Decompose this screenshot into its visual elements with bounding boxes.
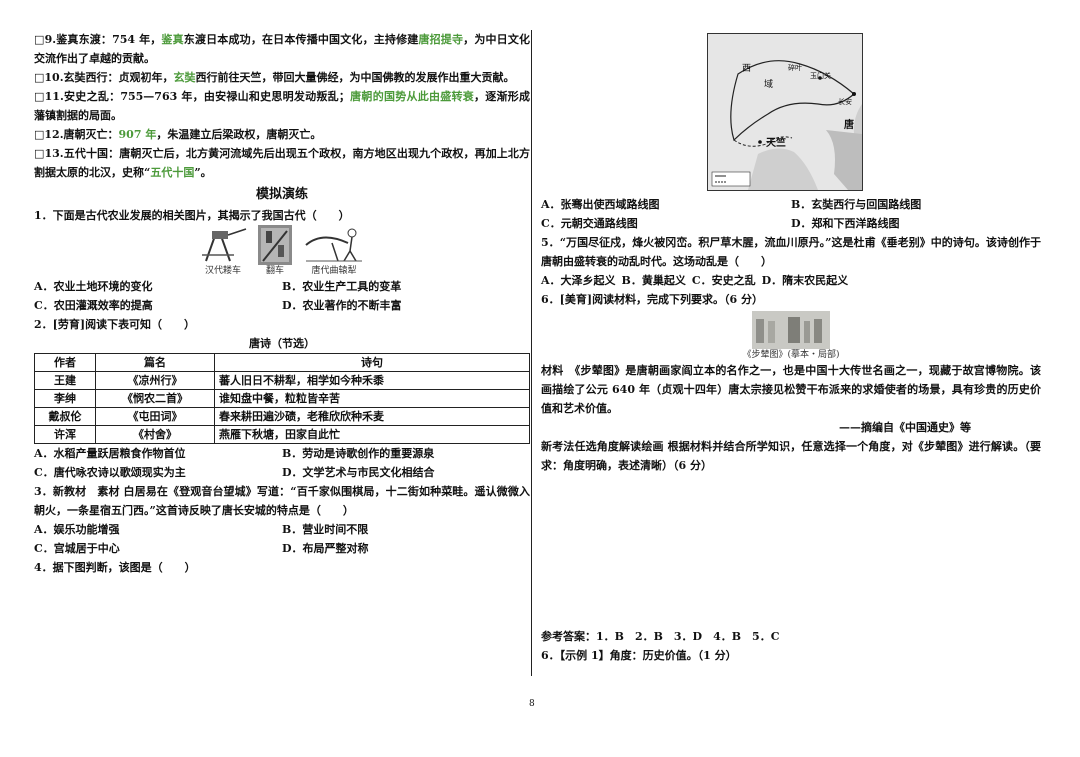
curved-plough-image: [302, 225, 366, 265]
table-row: 王建 《凉州行》 蕃人旧日不耕犁，相学如今种禾黍: [34, 371, 530, 390]
seed-drill-image: [198, 225, 248, 265]
map-label: 域: [764, 80, 774, 90]
question-4-options-row1: A．张骞出使西域路线图 B．玄奘西行与回国路线图: [541, 195, 1041, 214]
item-9: □9.鉴真东渡：754 年，鉴真东渡日本成功，在日本传播中国文化，主持修建唐招提…: [34, 33, 531, 65]
option-a: A．大泽乡起义: [541, 274, 616, 287]
figure-caption: 汉代耧车: [204, 266, 241, 276]
question-1-options-row2: C．农田灌溉效率的提高 D．农业著作的不断丰富: [34, 296, 530, 315]
option-d: D．郑和下西洋路线图: [791, 217, 900, 230]
header-title: 篇名: [95, 353, 215, 372]
header-author: 作者: [34, 353, 96, 372]
option-c: C．唐代咏农诗以歌颂现实为主: [34, 466, 186, 479]
option-d: D．隋末农民起义: [761, 274, 849, 287]
option-b: B．玄奘西行与回国路线图: [791, 198, 922, 211]
option-c: C．农田灌溉效率的提高: [34, 299, 153, 312]
question-3-options-row1: A．娱乐功能增强 B．营业时间不限: [34, 520, 530, 539]
figure-louche: 汉代耧车: [198, 225, 248, 277]
section-title: 模拟演练: [255, 187, 308, 202]
option-a: A．水稻产量跃居粮食作物首位: [34, 447, 186, 460]
option-b: B．农业生产工具的变革: [282, 280, 402, 293]
table-title: 唐诗（节选）: [249, 337, 315, 350]
answer-key-line-1: 参考答案：1．B 2．B 3．D 4．B 5．C: [541, 630, 780, 643]
right-column: 西 域 碎叶 玉门关 长安 天竺 唐 A．张骞出使西域路线图 B．玄奘西行与回国…: [541, 33, 1041, 665]
painting-figure: 《步辇图》(摹本・局部): [541, 311, 1041, 361]
map-label: 唐: [844, 120, 854, 131]
column-divider: [531, 30, 532, 676]
option-b: B．营业时间不限: [282, 523, 369, 536]
painting-image: [752, 311, 830, 349]
route-map: 西 域 碎叶 玉门关 长安 天竺 唐: [707, 33, 863, 191]
figure-caption: 唐代曲辕犁: [311, 266, 357, 276]
question-1-options-row1: A．农业土地环境的变化 B．农业生产工具的变革: [34, 277, 530, 296]
painting-caption: 《步辇图》(摹本・局部): [742, 350, 840, 360]
question-6-stem: 6．[美育]阅读材料，完成下列要求。（6 分）: [541, 293, 764, 306]
item-11: □11.安史之乱：755—763 年，由安禄山和史思明发动叛乱；唐朝的国势从此由…: [34, 90, 531, 122]
question-5-options: A．大泽乡起义 B．黄巢起义 C．安史之乱 D．隋末农民起义: [541, 271, 1041, 290]
option-d: D．农业著作的不断丰富: [282, 299, 402, 312]
option-c: C．元朝交通路线图: [541, 217, 638, 230]
table-header-row: 作者 篇名 诗句: [34, 353, 530, 372]
option-c: C．宫城居于中心: [34, 542, 120, 555]
map-label: 玉门关: [810, 72, 831, 80]
map-label: 长安: [838, 98, 852, 106]
question-3-stem: 3．新教材 素材 白居易在《登观音台望城》写道：“百千家似围棋局，十二街如种菜畦…: [34, 485, 530, 517]
map-label: 西: [742, 64, 752, 74]
page-number: 8: [529, 699, 535, 709]
option-a: A．农业土地环境的变化: [34, 280, 153, 293]
question-1-stem: 1．下面是古代农业发展的相关图片，其揭示了我国古代（ ）: [34, 209, 350, 222]
figure-caption: 翻车: [265, 266, 284, 276]
header-verse: 诗句: [214, 353, 530, 372]
question-4-options-row2: C．元朝交通路线图 D．郑和下西洋路线图: [541, 214, 1041, 233]
question-2-options-row2: C．唐代咏农诗以歌颂现实为主 D．文学艺术与市民文化相结合: [34, 463, 530, 482]
water-wheel-image: [258, 225, 292, 265]
material-source: ——摘编自《中国通史》等: [839, 421, 971, 434]
table-row: 李绅 《悯农二首》 谁知盘中餐，粒粒皆辛苦: [34, 389, 530, 408]
map-label: 天竺: [766, 138, 786, 149]
option-d: D．布局严整对称: [282, 542, 369, 555]
poem-table: 作者 篇名 诗句 王建 《凉州行》 蕃人旧日不耕犁，相学如今种禾黍 李绅 《悯农…: [34, 353, 530, 444]
left-column: □9.鉴真东渡：754 年，鉴真东渡日本成功，在日本传播中国文化，主持修建唐招提…: [34, 30, 530, 577]
item-13: □13.五代十国：唐朝灭亡后，北方黄河流域先后出现五个政权，南方地区出现九个政权…: [34, 147, 531, 179]
table-row: 许浑 《村舍》 燕雁下秋塘，田家自此忙: [34, 425, 530, 444]
option-a: A．娱乐功能增强: [34, 523, 120, 536]
option-b: B．劳动是诗歌创作的重要源泉: [282, 447, 435, 460]
option-a: A．张骞出使西域路线图: [541, 198, 660, 211]
figure-quyuanli: 唐代曲辕犁: [302, 225, 366, 277]
figure-fanche: 翻车: [258, 225, 292, 277]
question-4-stem: 4．据下图判断，该图是（ ）: [34, 561, 196, 574]
option-b: B．黄巢起义: [621, 274, 686, 287]
question-5-stem: 5．“万国尽征戍，烽火被冈峦。积尸草木腥，流血川原丹。”这是杜甫《垂老别》中的诗…: [541, 236, 1041, 268]
answer-space: [541, 475, 1041, 627]
question-6-material: 材料 《步辇图》是唐朝画家阎立本的名作之一，也是中国十大传世名画之一，现藏于故宫…: [541, 364, 1041, 415]
option-c: C．安史之乱: [691, 274, 756, 287]
question-6-task: 新考法任选角度解读绘画 根据材料并结合所学知识，任意选择一个角度，对《步辇图》进…: [541, 440, 1041, 472]
map-label: 碎叶: [788, 64, 802, 72]
table-row: 戴叔伦 《屯田词》 春来耕田遍沙碛，老稚欣欣种禾麦: [34, 407, 530, 426]
item-10: □10.玄奘西行：贞观初年，玄奘西行前往天竺，带回大量佛经，为中国佛教的发展作出…: [34, 71, 515, 84]
xuanzang-route-map-image: [708, 34, 862, 190]
question-3-options-row2: C．宫城居于中心 D．布局严整对称: [34, 539, 530, 558]
question-1-figures: 汉代耧车 翻车 唐代曲辕犁: [34, 225, 530, 277]
answer-key-line-2: 6．【示例 1】角度：历史价值。（1 分）: [541, 649, 737, 662]
question-2-stem: 2．[劳育]阅读下表可知（ ）: [34, 318, 196, 331]
item-12: □12.唐朝灭亡：907 年，朱温建立后梁政权，唐朝灭亡。: [34, 128, 322, 141]
option-d: D．文学艺术与市民文化相结合: [282, 466, 435, 479]
question-2-options-row1: A．水稻产量跃居粮食作物首位 B．劳动是诗歌创作的重要源泉: [34, 444, 530, 463]
